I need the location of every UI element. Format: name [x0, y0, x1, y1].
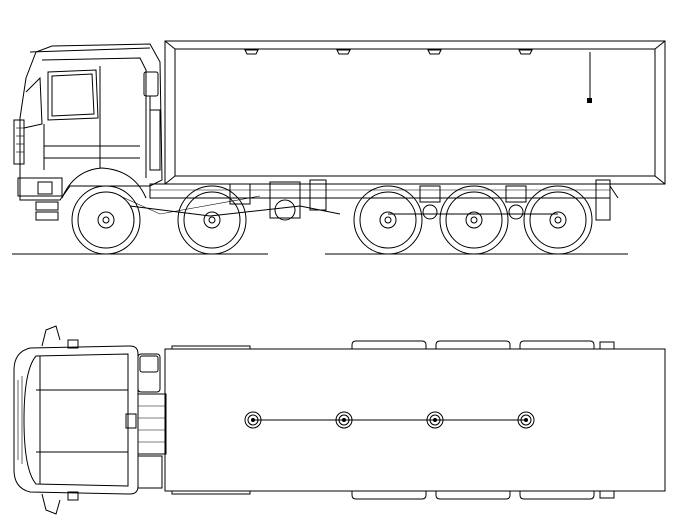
wheel [177, 185, 247, 255]
roof-fittings-top [244, 411, 535, 429]
roof-fitting [335, 411, 353, 429]
wheel [523, 185, 593, 255]
roof-fitting [517, 411, 535, 429]
wheel [353, 185, 423, 255]
door-handle [587, 98, 592, 103]
roof-fitting [426, 411, 444, 429]
wheels-top [171, 340, 615, 500]
wheel [71, 185, 141, 255]
cab-back-equipment [125, 353, 167, 489]
roof-fittings-side [244, 49, 533, 55]
cargo-body-top [164, 348, 666, 492]
top-view [13, 325, 666, 515]
side-view [12, 40, 666, 255]
cab-top [13, 325, 139, 515]
chassis-frame [119, 179, 619, 221]
wheels-side [71, 185, 593, 255]
cab-side [13, 43, 163, 221]
roof-fitting [244, 411, 262, 429]
wheel [439, 185, 509, 255]
cargo-body-side [164, 40, 666, 185]
